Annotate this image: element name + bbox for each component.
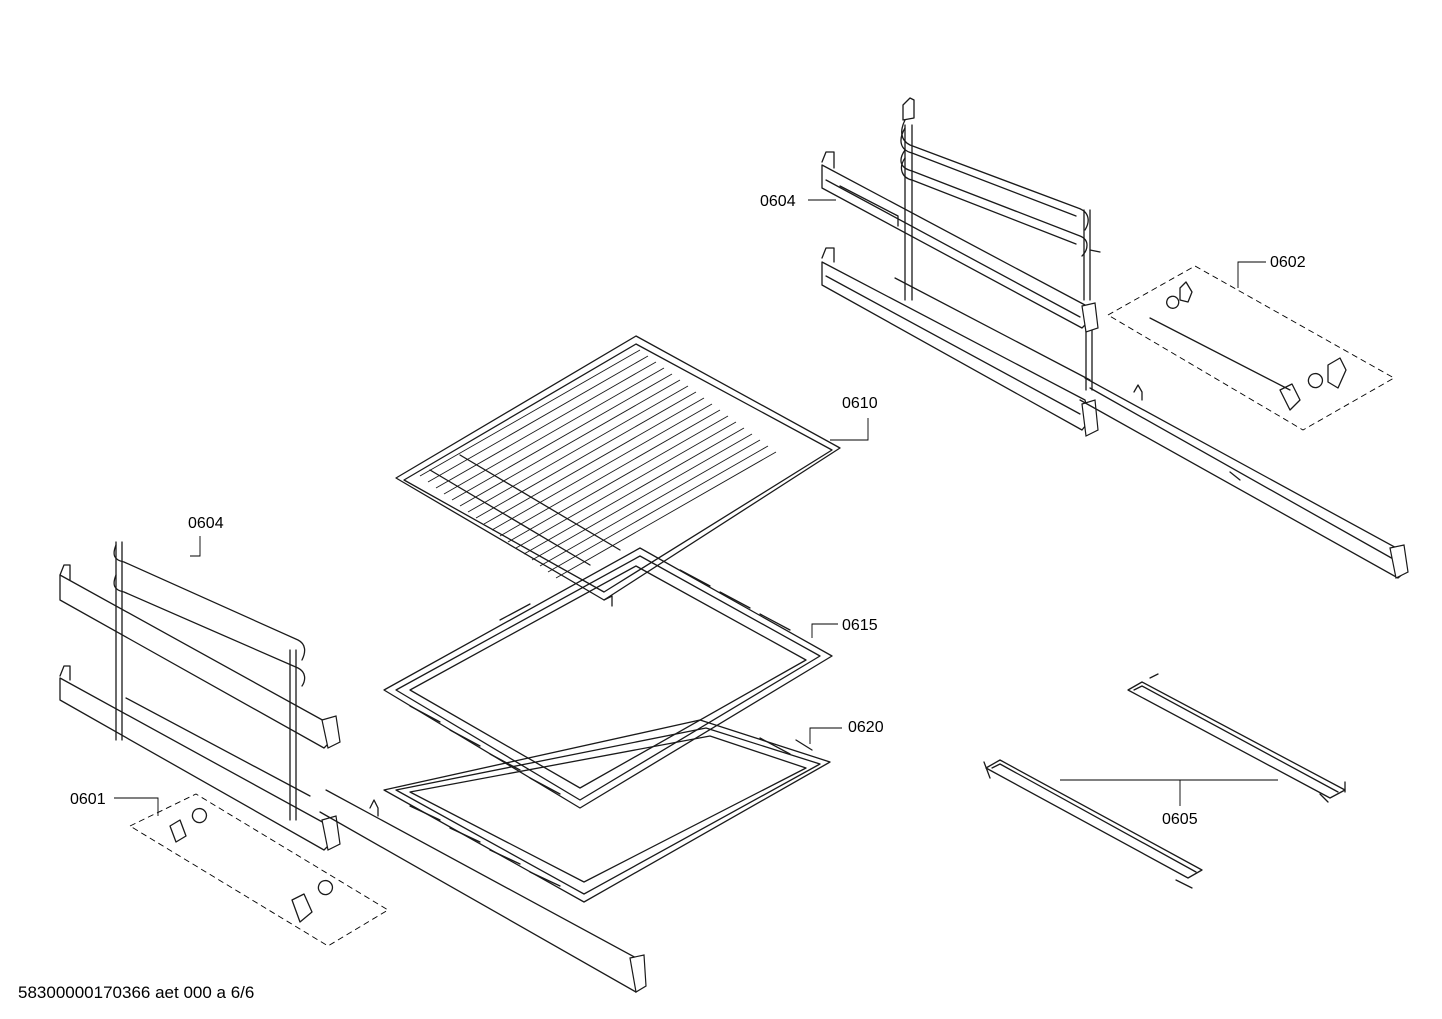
rail-assembly-right [821, 97, 1409, 579]
baking-tray-lower [383, 719, 831, 903]
wire-rack [395, 335, 841, 607]
clip-kit-left [129, 793, 389, 947]
drawing-id-footer: 58300000170366 aet 000 a 6/6 [18, 983, 254, 1002]
label-clip-kit-left: 0601 [70, 791, 106, 808]
rail-assembly-left [59, 541, 647, 993]
baking-tray-upper [383, 547, 833, 809]
clip-kit-right [1107, 265, 1395, 431]
label-wire-rack: 0610 [842, 395, 878, 412]
label-baking-tray-lower: 0620 [848, 719, 884, 736]
label-clip-kit-right: 0602 [1270, 254, 1306, 271]
label-rail-assembly-left: 0604 [188, 515, 224, 532]
support-bars [983, 673, 1346, 889]
label-rail-assembly-right: 0604 [760, 193, 796, 210]
label-support-bars: 0605 [1162, 811, 1198, 828]
label-baking-tray-upper: 0615 [842, 617, 878, 634]
